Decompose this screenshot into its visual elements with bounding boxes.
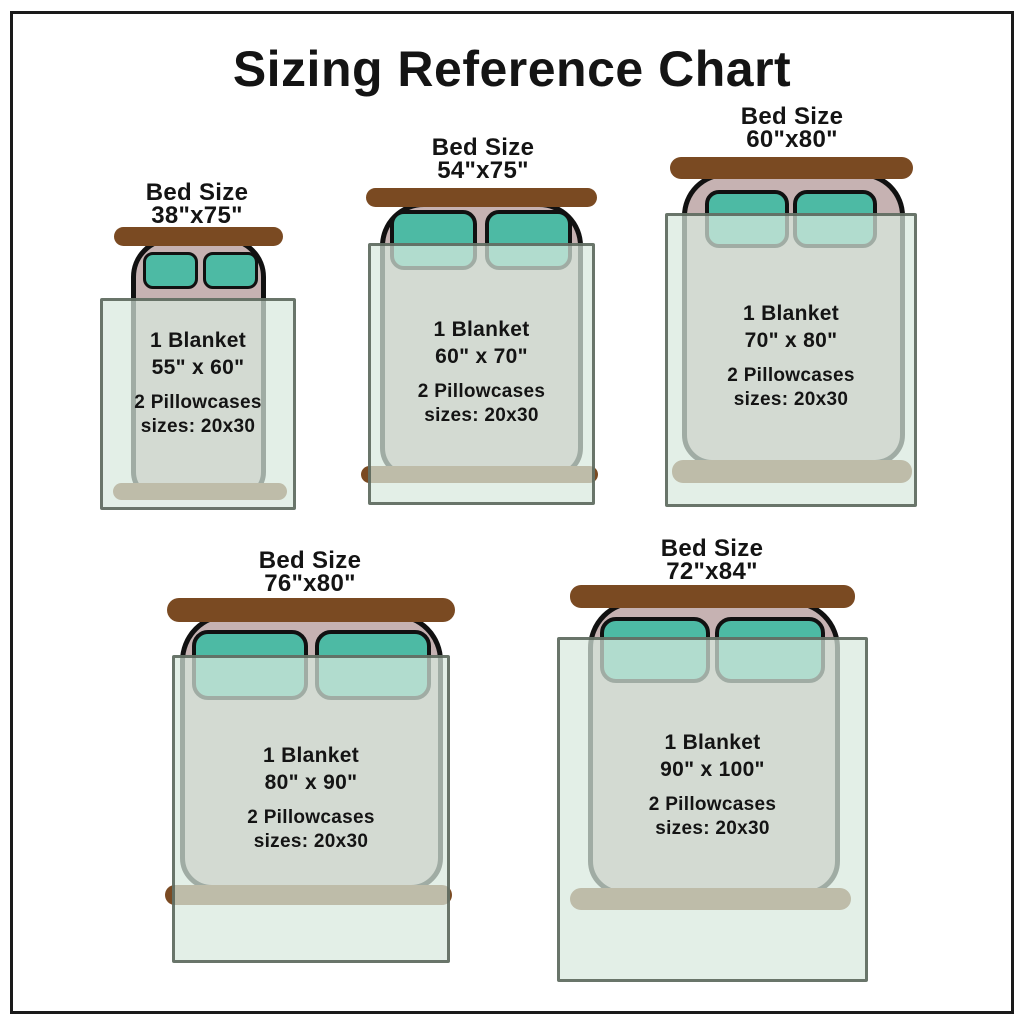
blanket [368, 243, 595, 505]
bed-specs: 1 Blanket 60" x 70" 2 Pillowcases sizes:… [368, 316, 595, 428]
blanket-count: 1 Blanket [149, 329, 247, 352]
pillow-left [143, 252, 198, 289]
pillowcase-count: 2 Pillowcases [134, 392, 262, 413]
bed-size-label-value: 76"x80" [264, 570, 356, 597]
blanket-size: 80" x 90" [264, 771, 358, 794]
bed-size-label: Bed Size 38"x75" [87, 179, 307, 229]
blanket [100, 298, 296, 510]
page-title: Sizing Reference Chart [232, 41, 792, 97]
headboard [167, 598, 455, 622]
bed-size-label: Bed Size 72"x84" [602, 535, 822, 585]
pillowcase-count: 2 Pillowcases [727, 365, 855, 386]
blanket-size: 70" x 80" [744, 329, 838, 352]
bed-size-label-value: 38"x75" [151, 202, 243, 229]
bed-size-label: Bed Size 54"x75" [373, 134, 593, 184]
bed-size-label-title: Bed Size [660, 535, 764, 562]
blanket-size: 55" x 60" [151, 356, 245, 379]
bed-specs: 1 Blanket 90" x 100" 2 Pillowcases sizes… [557, 729, 868, 841]
bed-size-label: Bed Size 60"x80" [682, 103, 902, 153]
pillowcase-count: 2 Pillowcases [417, 381, 546, 402]
blanket-size: 90" x 100" [660, 758, 765, 781]
blanket-size: 60" x 70" [435, 345, 528, 368]
pillowcase-size: sizes: 20x30 [655, 818, 770, 839]
bed-size-label: Bed Size 76"x80" [200, 547, 420, 597]
bed-size-label-value: 72"x84" [666, 558, 758, 585]
bed-specs: 1 Blanket 70" x 80" 2 Pillowcases sizes:… [665, 300, 917, 412]
blanket-count: 1 Blanket [262, 744, 360, 767]
bed-size-label-title: Bed Size [431, 134, 535, 161]
pillowcase-count: 2 Pillowcases [247, 807, 375, 828]
blanket-count: 1 Blanket [742, 302, 840, 325]
pillowcase-size: sizes: 20x30 [424, 405, 539, 426]
headboard [570, 585, 855, 608]
bed-size-label-title: Bed Size [258, 547, 362, 574]
bed-size-label-value: 60"x80" [746, 126, 838, 153]
pillowcase-size: sizes: 20x30 [140, 416, 256, 437]
blanket-count: 1 Blanket [664, 731, 761, 754]
bed-size-label-value: 54"x75" [437, 157, 529, 184]
headboard [114, 227, 283, 246]
pillow-right [203, 252, 258, 289]
blanket [172, 655, 450, 963]
headboard [670, 157, 913, 179]
bed-size-label-title: Bed Size [145, 179, 249, 206]
pillowcase-size: sizes: 20x30 [733, 389, 849, 410]
bed-specs: 1 Blanket 80" x 90" 2 Pillowcases sizes:… [172, 742, 450, 854]
blanket [665, 213, 917, 507]
bed-size-label-title: Bed Size [740, 103, 844, 130]
bed-specs: 1 Blanket 55" x 60" 2 Pillowcases sizes:… [100, 327, 296, 439]
pillowcase-count: 2 Pillowcases [648, 794, 777, 815]
blanket [557, 637, 868, 982]
headboard [366, 188, 597, 207]
blanket-count: 1 Blanket [433, 318, 530, 341]
pillowcase-size: sizes: 20x30 [253, 831, 369, 852]
